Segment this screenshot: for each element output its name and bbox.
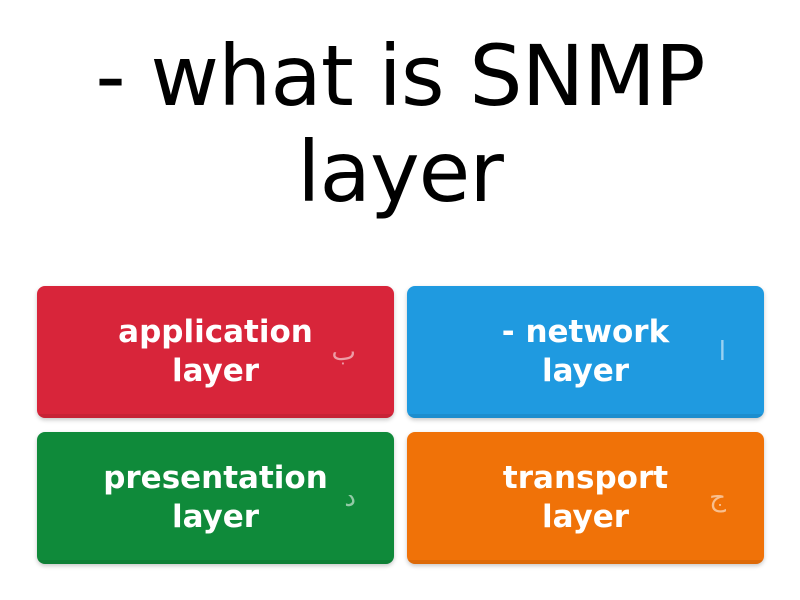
answer-key-letter: ا bbox=[718, 337, 726, 367]
answer-key-letter: ج bbox=[709, 483, 726, 513]
answer-label: presentation layer bbox=[103, 460, 328, 535]
answer-option-transport[interactable]: transport layer ج bbox=[407, 432, 764, 564]
answer-grid: application layer ب - network layer ا pr… bbox=[37, 286, 764, 564]
answer-label: transport layer bbox=[502, 460, 669, 535]
answer-option-presentation[interactable]: presentation layer د bbox=[37, 432, 394, 564]
answer-label: - network layer bbox=[501, 314, 670, 389]
answer-key-letter: د bbox=[344, 483, 356, 513]
question-text: - what is SNMP layer bbox=[95, 27, 705, 221]
answer-option-application[interactable]: application layer ب bbox=[37, 286, 394, 418]
answer-label: application layer bbox=[118, 314, 313, 389]
answer-option-network[interactable]: - network layer ا bbox=[407, 286, 764, 418]
answer-key-letter: ب bbox=[331, 337, 356, 367]
